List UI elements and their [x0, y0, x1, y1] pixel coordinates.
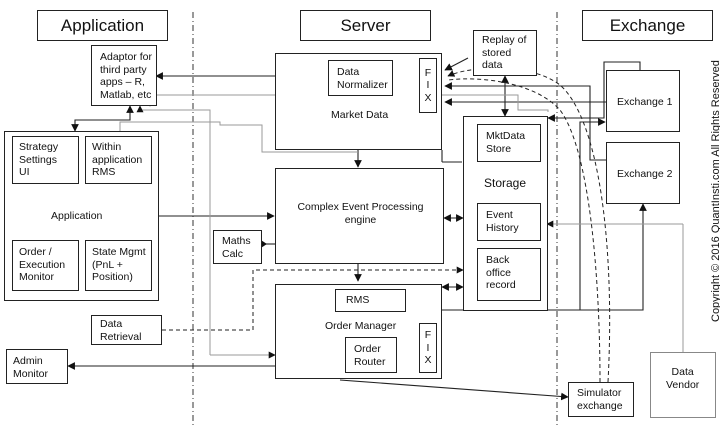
exchange1-label: Exchange 1 — [617, 96, 673, 108]
state-mgmt-box: State Mgmt (PnL + Position) — [85, 240, 152, 291]
event-history-label: Event History — [486, 209, 519, 234]
order-router-box: Order Router — [345, 337, 397, 373]
section-dividers — [192, 12, 558, 425]
storage-label: Storage — [484, 176, 527, 190]
within-rms-box: Within application RMS — [85, 136, 152, 184]
copyright-text: Copyright © 2016 QuantInsti.com All Righ… — [710, 60, 720, 322]
market-data-box: Data Normalizer Market Data F I X — [275, 53, 442, 150]
data-normalizer-box: Data Normalizer — [328, 60, 393, 96]
within-rms-label: Within application RMS — [92, 141, 143, 178]
event-history-box: Event History — [477, 203, 541, 241]
order-manager-label: Order Manager — [325, 320, 397, 332]
application-box: Strategy Settings UI Within application … — [4, 131, 159, 301]
back-office-label: Back office record — [486, 254, 516, 291]
maths-calc-label: Maths Calc — [222, 235, 251, 260]
replay-label: Replay of stored data — [482, 34, 527, 71]
exchange1-box: Exchange 1 — [606, 70, 680, 132]
fix-order-box: F I X — [419, 323, 437, 373]
data-retrieval-dashed — [162, 266, 464, 331]
header-server-label: Server — [340, 15, 391, 35]
back-office-box: Back office record — [477, 248, 541, 301]
exchange2-label: Exchange 2 — [617, 168, 673, 180]
order-execution-box: Order / Execution Monitor — [12, 240, 79, 291]
data-vendor-box: Data Vendor — [650, 352, 716, 418]
replay-box: Replay of stored data — [473, 30, 537, 76]
mktdata-store-label: MktData Store — [486, 130, 526, 155]
exchange2-to-storage — [444, 82, 606, 161]
rms-label: RMS — [346, 294, 370, 306]
header-application: Application — [37, 10, 168, 41]
header-server: Server — [300, 10, 431, 41]
simulator-dashed-2 — [447, 78, 601, 383]
simulator-dashed-1 — [447, 67, 611, 383]
strategy-settings-label: Strategy Settings UI — [19, 141, 59, 178]
storage-box: MktData Store Storage Event History Back… — [463, 116, 548, 311]
maths-calc-box: Maths Calc — [213, 230, 262, 264]
mktdata-store-box: MktData Store — [477, 124, 541, 162]
header-exchange: Exchange — [582, 10, 713, 41]
order-execution-label: Order / Execution Monitor — [19, 246, 66, 283]
market-data-label: Market Data — [331, 109, 389, 121]
app-adaptor-link — [71, 105, 134, 132]
admin-monitor-box: Admin Monitor — [6, 349, 68, 384]
order-manager-box: RMS Order Manager Order Router F I X — [275, 284, 442, 379]
fix-market-box: F I X — [419, 58, 437, 113]
rms-box: RMS — [335, 289, 406, 312]
state-mgmt-label: State Mgmt (PnL + Position) — [92, 246, 146, 283]
adaptor-label: Adaptor for third party apps – R, Matlab… — [100, 51, 152, 101]
strategy-settings-box: Strategy Settings UI — [12, 136, 79, 184]
data-retrieval-label: Data Retrieval — [100, 318, 142, 343]
data-retrieval-box: Data Retrieval — [91, 315, 162, 345]
order-router-label: Order Router — [354, 343, 386, 368]
order-to-simulator — [339, 379, 569, 401]
simulator-box: Simulator exchange — [568, 382, 634, 417]
adaptor-box: Adaptor for third party apps – R, Matlab… — [91, 45, 157, 106]
cep-label: Complex Event Processing engine — [297, 201, 424, 226]
header-exchange-label: Exchange — [609, 15, 686, 35]
admin-monitor-label: Admin Monitor — [13, 355, 49, 380]
header-application-label: Application — [60, 15, 145, 35]
data-normalizer-label: Data Normalizer — [337, 66, 388, 91]
application-center-label: Application — [51, 210, 103, 222]
data-vendor-label: Data Vendor — [666, 366, 700, 391]
exchange2-box: Exchange 2 — [606, 142, 680, 204]
cep-box: Complex Event Processing engine — [275, 168, 444, 264]
simulator-label: Simulator exchange — [577, 387, 623, 412]
